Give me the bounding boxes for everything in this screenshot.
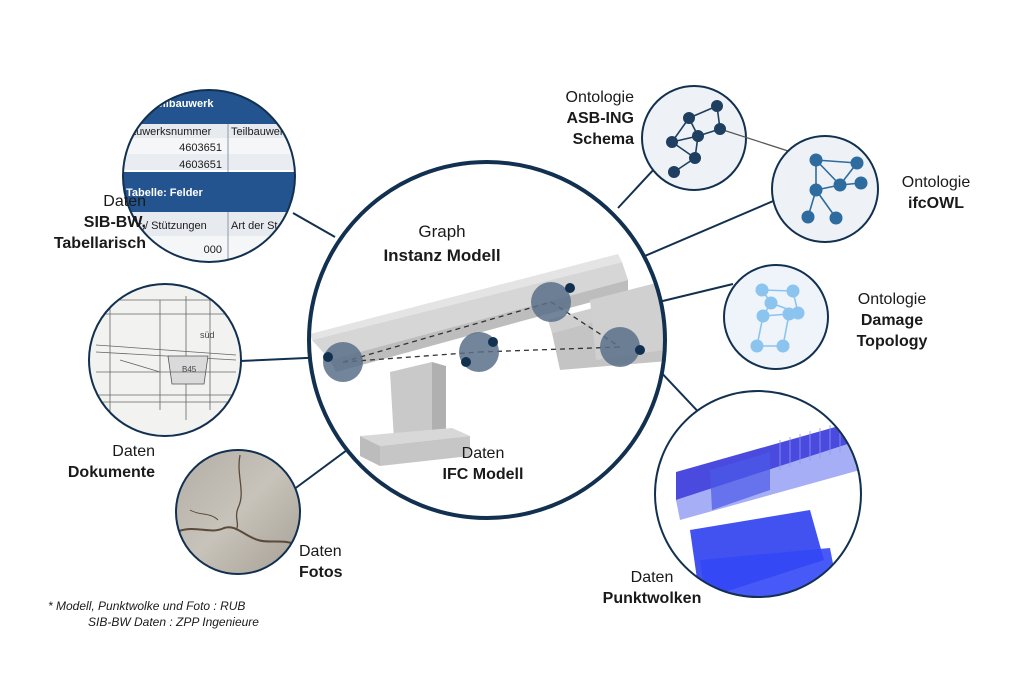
connector-sib [292,212,336,238]
sib-table-row-3: 000 [204,244,222,256]
asb-node [692,130,704,142]
label-ifcowl-ontologie: Ontologie [901,174,971,191]
damage-node [764,296,778,310]
asb-node [711,100,723,112]
sib-table-col-bauwerksnummer: auwerksnummer [130,126,212,138]
label-asb-ing: Ontologie ASB-ING Schema [520,87,635,150]
asb-node [668,166,680,178]
label-ifc-title: IFC Modell [442,466,524,483]
label-sib-tabellarisch: Tabellarisch [53,235,146,252]
label-fotos: Daten Fotos [299,541,379,583]
damage-node [786,284,800,298]
damage-ontology-circle [723,264,829,370]
damage-node [750,339,764,353]
label-asb-title: ASB-ING [566,110,634,127]
sib-table-col-teilbauwerk: Teilbauwer [231,126,284,138]
label-instanz-modell: Instanz Modell [383,246,501,265]
ifcowl-node [809,183,823,197]
label-fotos-title: Fotos [299,564,343,581]
sib-table-row-2: 4603651 [179,159,222,171]
asb-node [683,112,695,124]
ifcowl-ontology-circle [771,135,879,243]
label-damage-title: Damage [860,312,924,329]
sib-table-row-1: 4603651 [179,142,222,154]
label-punkt-daten: Daten [630,569,674,586]
label-asb-ontologie: Ontologie [565,89,635,106]
instance-node-right [600,327,640,367]
label-sib-bw: Daten SIB-BW, Tabellarisch [0,191,146,254]
label-damage-ontologie: Ontologie [857,291,927,308]
label-asb-schema: Schema [572,131,634,148]
label-sib-title: SIB-BW, [83,214,146,231]
fotos-circle [175,449,301,575]
asb-ontology-circle [641,85,817,191]
label-fotos-daten: Daten [299,543,342,560]
sib-table-col-art: Art der St [231,220,277,232]
damage-node [776,339,790,353]
label-damage-topology-word: Topology [856,333,928,350]
label-dok-daten: Daten [112,443,155,460]
ifcowl-node [850,156,864,170]
label-punkt-title: Punktwolken [602,590,702,607]
dokumente-circle: süd B45 [88,283,242,437]
label-ifcowl: Ontologie ifcOWL [882,172,990,214]
damage-node [756,309,770,323]
instance-node-top [531,282,571,322]
sib-table-col-stuetzungen: der / Stützungen [126,220,207,232]
bridge-ifc-model [310,254,665,466]
asb-node [666,136,678,148]
sib-table-header-felder: Tabelle: Felder [126,187,204,199]
footnote: * Modell, Punktwolke und Foto : RUB SIB-… [48,598,308,630]
instance-node-left [323,342,363,382]
label-ifc-modell: Daten IFC Modell [418,443,548,485]
label-graph: Graph [418,222,466,241]
asb-node [689,152,701,164]
label-punktwolken: Daten Punktwolken [582,567,722,609]
footnote-line-1: * Modell, Punktwolke und Foto : RUB [48,599,246,613]
ifcowl-node [833,178,847,192]
connector-dots [323,283,645,367]
label-dokumente: Daten Dokumente [0,441,155,483]
ifcowl-node [801,210,815,224]
label-dok-title: Dokumente [67,464,155,481]
footnote-line-2: SIB-BW Daten : ZPP Ingenieure [88,615,259,629]
ifcowl-node [829,211,843,225]
svg-text:B45: B45 [182,365,197,374]
ifcowl-node [809,153,823,167]
damage-node [782,307,796,321]
punktwolken-circle [654,390,862,598]
svg-text:süd: süd [200,330,215,340]
label-ifc-daten: Daten [461,445,505,462]
label-ifcowl-title: ifcOWL [908,195,964,212]
ifcowl-node [854,176,868,190]
asb-node [714,123,726,135]
label-graph-instanz: Graph Instanz Modell [347,220,537,268]
main-graph-circle [307,160,667,520]
sib-table-circle: : Teilbauwerk auwerksnummer Teilbauwer 4… [122,89,296,263]
connector-asb [617,166,657,209]
label-sib-daten: Daten [103,193,146,210]
damage-node [755,283,769,297]
label-damage-topology: Ontologie Damage Topology [838,289,946,352]
